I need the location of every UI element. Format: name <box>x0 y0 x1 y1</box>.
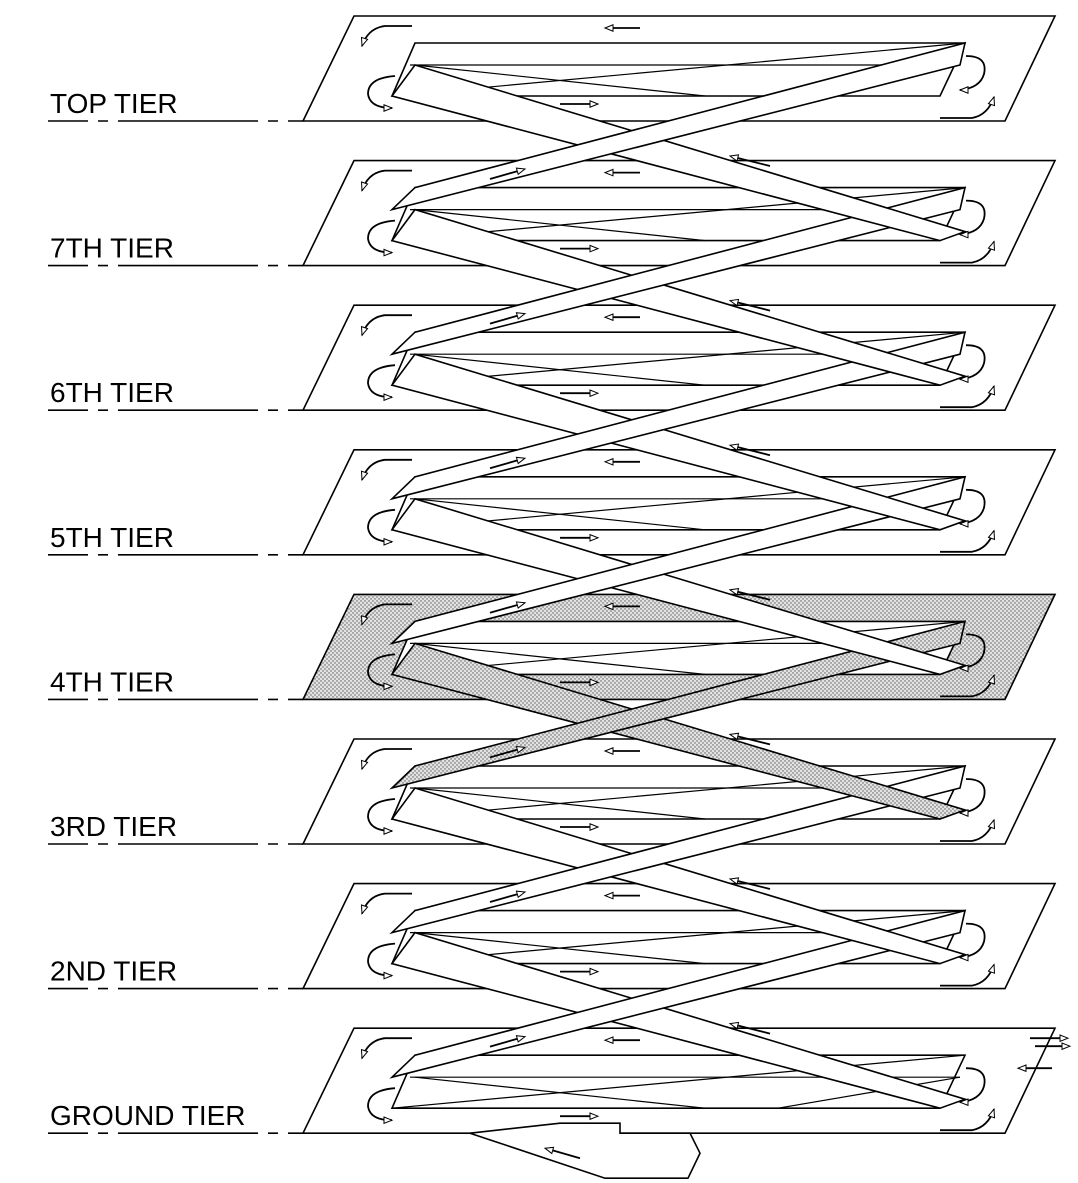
tier-label-group: 5TH TIER <box>48 522 303 555</box>
tier-label-group: GROUND TIER <box>48 1100 303 1133</box>
tier-label: 6TH TIER <box>50 377 174 408</box>
tier-label-group: TOP TIER <box>48 88 303 121</box>
tier-label: TOP TIER <box>50 88 178 119</box>
tier-label: 5TH TIER <box>50 522 174 553</box>
tier-label: 2ND TIER <box>50 956 177 987</box>
tier-label-group: 6TH TIER <box>48 377 303 410</box>
tier-label-group: 7TH TIER <box>48 233 303 266</box>
tier-label-group: 2ND TIER <box>48 956 303 989</box>
tier-label: 7TH TIER <box>50 233 174 264</box>
tier-label-group: 4TH TIER <box>48 666 303 699</box>
tier-label: 3RD TIER <box>50 811 177 842</box>
tier-label: 4TH TIER <box>50 666 174 697</box>
tier-label: GROUND TIER <box>50 1100 246 1131</box>
tier-label-group: 3RD TIER <box>48 811 303 844</box>
